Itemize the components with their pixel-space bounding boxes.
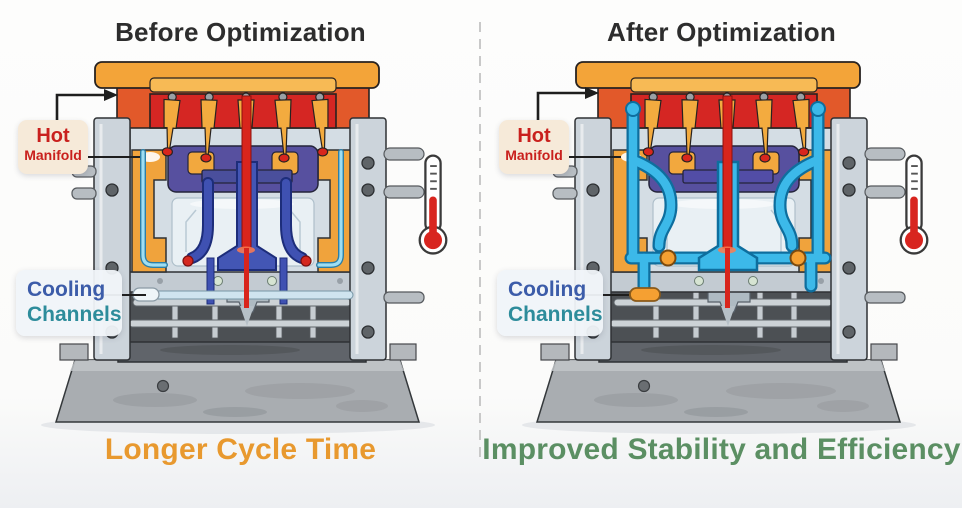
hot-manifold-label-line1: Hot xyxy=(36,125,70,147)
hot-manifold-label-line2: Manifold xyxy=(505,147,563,163)
hot-manifold-label-line1: Hot xyxy=(517,125,551,147)
mold-illustration-after xyxy=(481,0,929,508)
thermometer-icon xyxy=(899,154,929,255)
cooling-channels-label-line1: Cooling xyxy=(508,278,587,301)
cooling-channels-label-line1: Cooling xyxy=(27,278,106,301)
thermometer-icon xyxy=(418,154,448,255)
hot-manifold-label-line2: Manifold xyxy=(24,147,82,163)
hot-manifold-pointer xyxy=(55,89,140,158)
cooling-channels-label: Cooling Channels xyxy=(497,270,603,336)
panel-after-optimization: After Optimization xyxy=(481,0,962,508)
hot-manifold-label: Hot Manifold xyxy=(499,120,569,174)
hot-manifold-label: Hot Manifold xyxy=(18,120,88,174)
panel-before-optimization: Before Optimization xyxy=(0,0,448,508)
mold-illustration-before xyxy=(0,0,448,508)
cooling-channels-after xyxy=(624,95,832,308)
panel-title: Before Optimization xyxy=(115,17,366,47)
panel-caption: Improved Stability and Efficiency xyxy=(482,433,961,466)
hot-manifold-pointer xyxy=(536,87,621,158)
panel-divider-dashed-line xyxy=(479,22,481,464)
cooling-channels-label: Cooling Channels xyxy=(16,270,122,336)
panel-caption: Longer Cycle Time xyxy=(104,433,377,466)
cooling-channels-label-line2: Channels xyxy=(27,303,122,327)
cooling-channels-before xyxy=(132,95,354,308)
panel-title: After Optimization xyxy=(607,17,836,47)
cooling-channels-label-line2: Channels xyxy=(508,303,603,327)
